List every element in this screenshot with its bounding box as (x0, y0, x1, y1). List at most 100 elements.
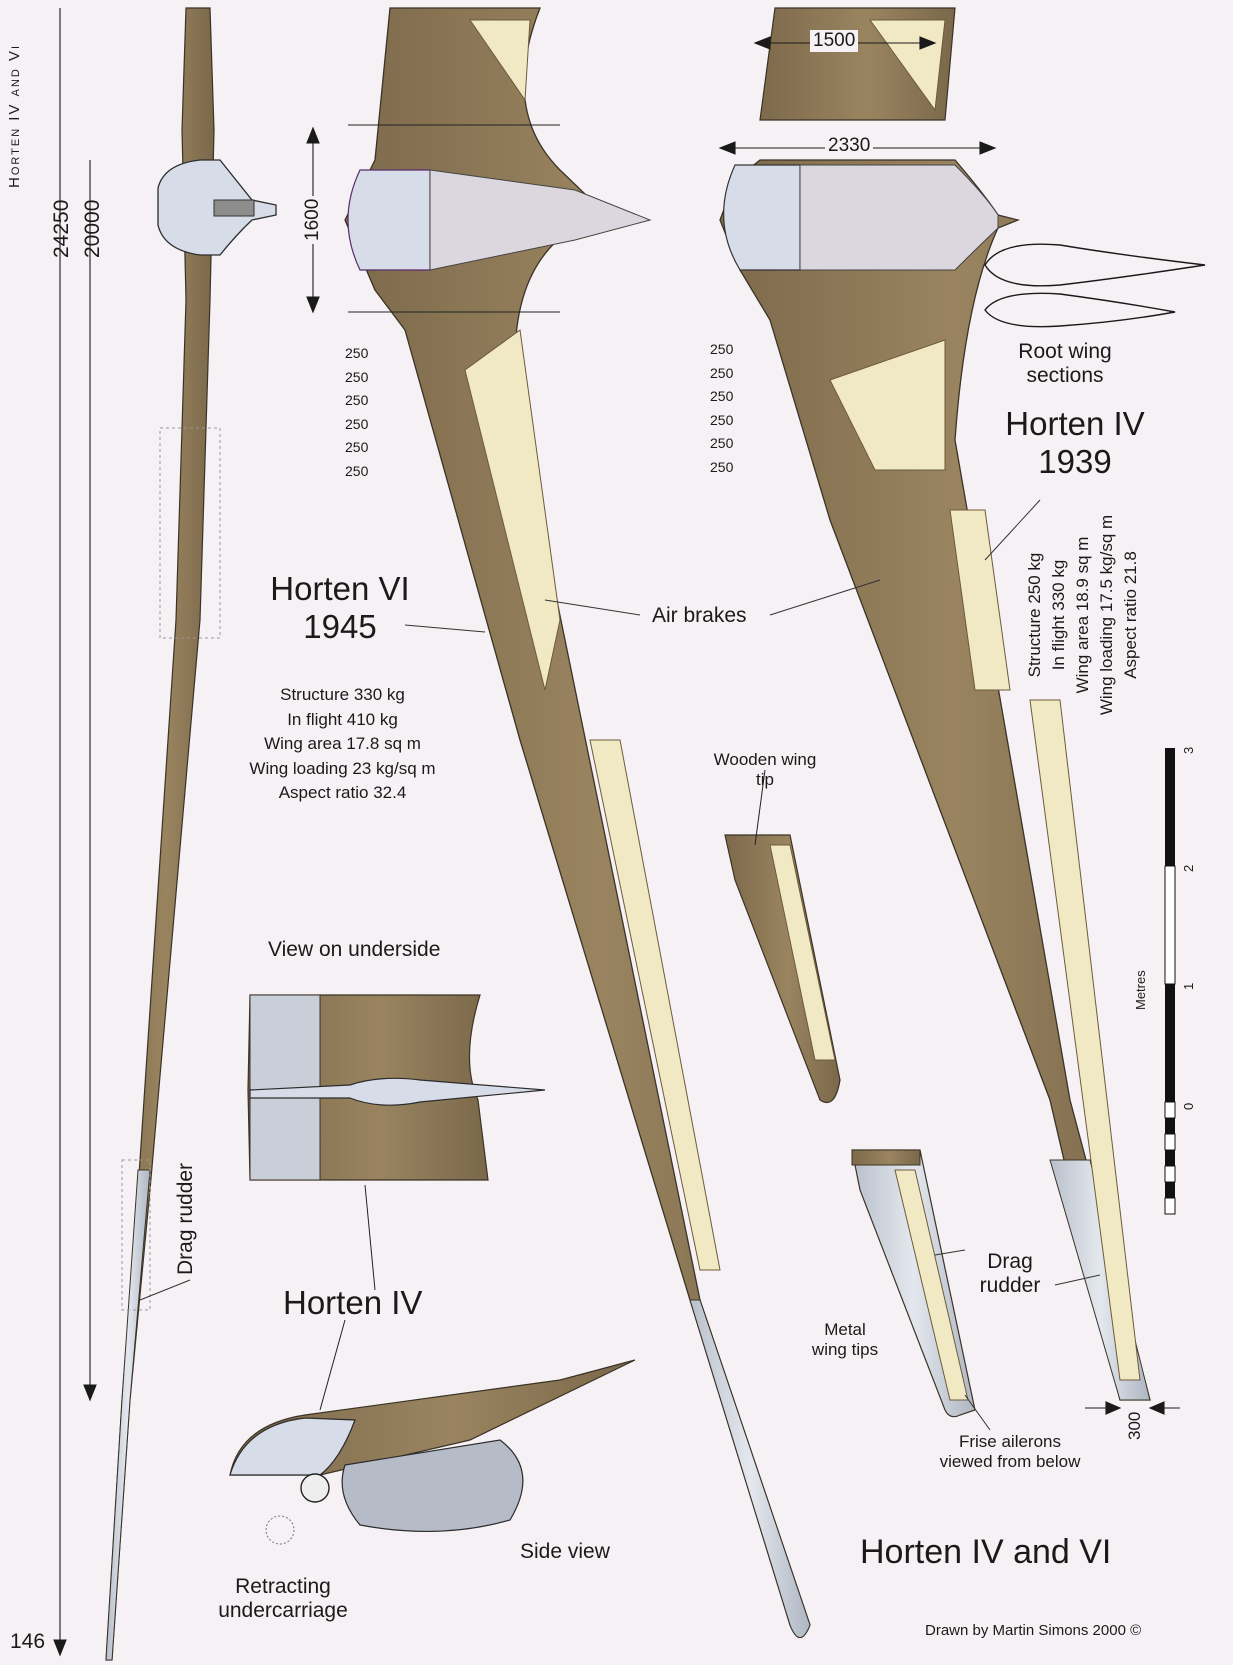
horten-vi-title: Horten VI 1945 (255, 570, 425, 646)
root-chord-dimension: 1600 (302, 195, 324, 244)
front-wing-metal-tip (105, 1169, 151, 1661)
page-number: 146 (10, 1630, 46, 1653)
horten-iv-specs: Structure 250 kg In flight 330 kg Wing a… (1023, 490, 1143, 740)
horten-iv-side-title: Horten IV (283, 1284, 423, 1321)
frise-ailerons-line: Frise ailerons (958, 1432, 1062, 1451)
horten-iv-aileron (1029, 699, 1141, 1381)
front-view-wing (105, 7, 277, 1661)
wooden-wing-tip-line: tip (756, 769, 774, 789)
undercarriage-wheel (300, 1473, 330, 1503)
retracting-undercarriage-line: Retracting (235, 1575, 331, 1598)
scale-tick-2: 2 (1181, 864, 1196, 872)
frise-ailerons-label: Frise ailerons viewed from below (915, 1432, 1105, 1471)
rib-spacing-item: 250 (710, 411, 734, 428)
horten-iv-spec: Wing area 18.9 sq m (1073, 536, 1092, 694)
credit: Drawn by Martin Simons 2000 © (925, 1622, 1142, 1639)
horten-vi-metal-tip (689, 1299, 811, 1638)
horten-vi-center-section (429, 169, 652, 271)
root-wing-sections (984, 243, 1206, 328)
horten-vi-spec: Aspect ratio 32.4 (278, 783, 407, 802)
air-brake-outline (159, 427, 221, 639)
drag-rudder-right-line: rudder (979, 1274, 1041, 1298)
rib-spacing-item: 250 (345, 368, 369, 385)
running-header: Horten IV and Vi (6, 43, 23, 188)
scale-bar-unit: Metres (1133, 970, 1148, 1010)
side-view-nacelle (341, 1439, 524, 1532)
horten-iv-canopy (723, 164, 801, 271)
retracting-undercarriage-line: undercarriage (218, 1599, 348, 1623)
wooden-wing-tip-line: Wooden wing (713, 750, 817, 769)
horten-iv-spec: Structure 250 kg (1025, 552, 1044, 678)
rib-spacing-vi: 250 250 250 250 250 250 (345, 342, 368, 483)
horten-vi-spec: In flight 410 kg (287, 709, 398, 729)
frise-ailerons-line: viewed from below (939, 1451, 1081, 1471)
horten-vi-spec: Wing loading 23 kg/sq m (249, 758, 436, 778)
rib-spacing-item: 250 (710, 435, 734, 451)
horten-iv-fabric-panel (829, 339, 946, 471)
horten-iv-year: 1939 (1038, 442, 1112, 480)
rib-spacing-item: 250 (710, 388, 734, 404)
drag-rudder-outline (121, 1159, 151, 1311)
horten-iv-air-brake-panel (949, 509, 1011, 691)
root-section-1 (984, 243, 1206, 287)
root-wing-sections-line: Root wing (1018, 340, 1112, 363)
horten-iv-wing (719, 7, 1151, 1401)
root-wing-sections-line: sections (1026, 364, 1104, 388)
front-view-seat (213, 199, 255, 217)
rib-spacing-item: 250 (345, 415, 369, 432)
rib-spacing-iv: 250 250 250 250 250 250 (710, 338, 733, 479)
rib-spacing-item: 250 (345, 439, 369, 455)
horten-vi-name: Horten VI (270, 570, 410, 607)
wooden-wing-tip-detail (724, 769, 841, 1104)
rib-spacing-item: 250 (345, 462, 369, 479)
horten-iv-center-section (799, 164, 999, 271)
horten-iv-spec: In flight 330 kg (1049, 559, 1068, 671)
rib-spacing-item: 250 (345, 392, 369, 408)
side-view-label: Side view (520, 1540, 610, 1563)
horten-vi-canopy (347, 169, 431, 271)
horten-vi-wing (344, 7, 811, 1639)
air-brakes-label: Air brakes (652, 604, 747, 627)
side-view (229, 1319, 636, 1545)
underside-view (247, 994, 546, 1291)
horten-iv-name: Horten IV (1005, 405, 1145, 442)
wooden-wing-tip-label: Wooden wing tip (690, 750, 840, 789)
horten-vi-air-brake-panel (464, 329, 561, 691)
scale-tick-3: 3 (1181, 746, 1196, 754)
horten-vi-spec: Structure 330 kg (280, 685, 405, 704)
rib-spacing-item: 250 (710, 458, 734, 475)
horten-iv-spec: Wing loading 17.5 kg/sq m (1097, 514, 1116, 716)
side-view-cockpit (229, 1417, 356, 1476)
main-title: Horten IV and VI (860, 1533, 1112, 1571)
view-on-underside-label: View on underside (268, 938, 441, 961)
chord-1500-dimension: 1500 (810, 30, 859, 52)
underside-fuselage (249, 1077, 546, 1106)
dimension-lines (53, 8, 1180, 1657)
metal-wing-tips-detail (851, 1149, 976, 1418)
drag-rudder-right-label: Drag rudder (960, 1250, 1060, 1298)
scale-tick-1: 1 (1181, 982, 1196, 990)
horten-vi-specs: Structure 330 kg In flight 410 kg Wing a… (215, 683, 470, 806)
span-vi-dimension: 24250 (50, 199, 73, 258)
horten-vi-aileron (589, 739, 721, 1271)
undercarriage-retracted-wheel (265, 1515, 295, 1545)
metal-wing-tips-label: Metal wing tips (790, 1320, 900, 1359)
horten-iv-title: Horten IV 1939 (980, 405, 1170, 481)
root-section-2 (984, 292, 1176, 328)
retracting-undercarriage-label: Retracting undercarriage (198, 1575, 368, 1623)
leader-lines (139, 499, 1101, 1431)
drag-rudder-left-label: Drag rudder (174, 1162, 197, 1275)
scale-bar-graphic (1164, 748, 1176, 1215)
horten-vi-spec: Wing area 17.8 sq m (264, 734, 421, 753)
horten-iv-spec: Aspect ratio 21.8 (1121, 551, 1140, 679)
horten-vi-upper-fabric (469, 19, 531, 102)
drag-rudder-right-line: Drag (987, 1250, 1033, 1273)
scale-tick-0: 0 (1181, 1102, 1196, 1110)
rib-spacing-item: 250 (710, 341, 734, 357)
span-iv-dimension: 20000 (81, 199, 104, 258)
rib-spacing-item: 250 (710, 364, 734, 381)
horten-vi-year: 1945 (303, 607, 377, 645)
tip-chord-dimension: 300 (1125, 1411, 1144, 1440)
